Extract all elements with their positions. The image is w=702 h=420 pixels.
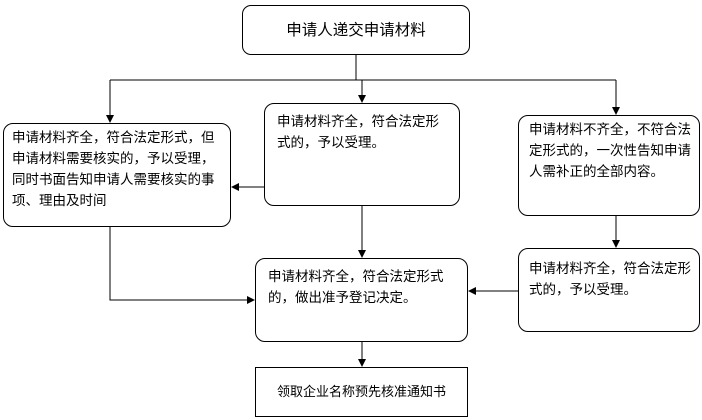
needs-verification-text: 申请材料齐全，符合法定形式，但申请材料需要核实的，予以受理，同时书面告知申请人需… [12,130,215,209]
complete-accept-text: 申请材料齐全，符合法定形式的，予以受理。 [277,114,439,151]
incomplete-box: 申请材料不齐全，不符合法定形式的，一次性告知申请人需补正的全部内容。 [518,115,700,216]
decision-text: 申请材料齐全，符合法定形式的，做出准予登记决定。 [268,269,444,306]
submit-text: 申请人递交申请材料 [286,20,426,39]
notice-text: 领取企业名称预先核准通知书 [276,384,446,400]
incomplete-text: 申请材料不齐全，不符合法定形式的，一次性告知申请人需补正的全部内容。 [529,122,691,180]
needs-verification-box: 申请材料齐全，符合法定形式，但申请材料需要核实的，予以受理，同时书面告知申请人需… [3,123,231,227]
supplemented-accept-box: 申请材料齐全，符合法定形式的，予以受理。 [518,248,700,332]
arrow-left-to-center [109,227,255,304]
supplemented-accept-text: 申请材料齐全，符合法定形式的，予以受理。 [529,261,691,298]
decision-box: 申请材料齐全，符合法定形式的，做出准予登记决定。 [255,258,468,342]
submit-box: 申请人递交申请材料 [242,5,470,55]
notice-box: 领取企业名称预先核准通知书 [255,367,468,417]
complete-accept-box: 申请材料齐全，符合法定形式的，予以受理。 [264,103,460,206]
